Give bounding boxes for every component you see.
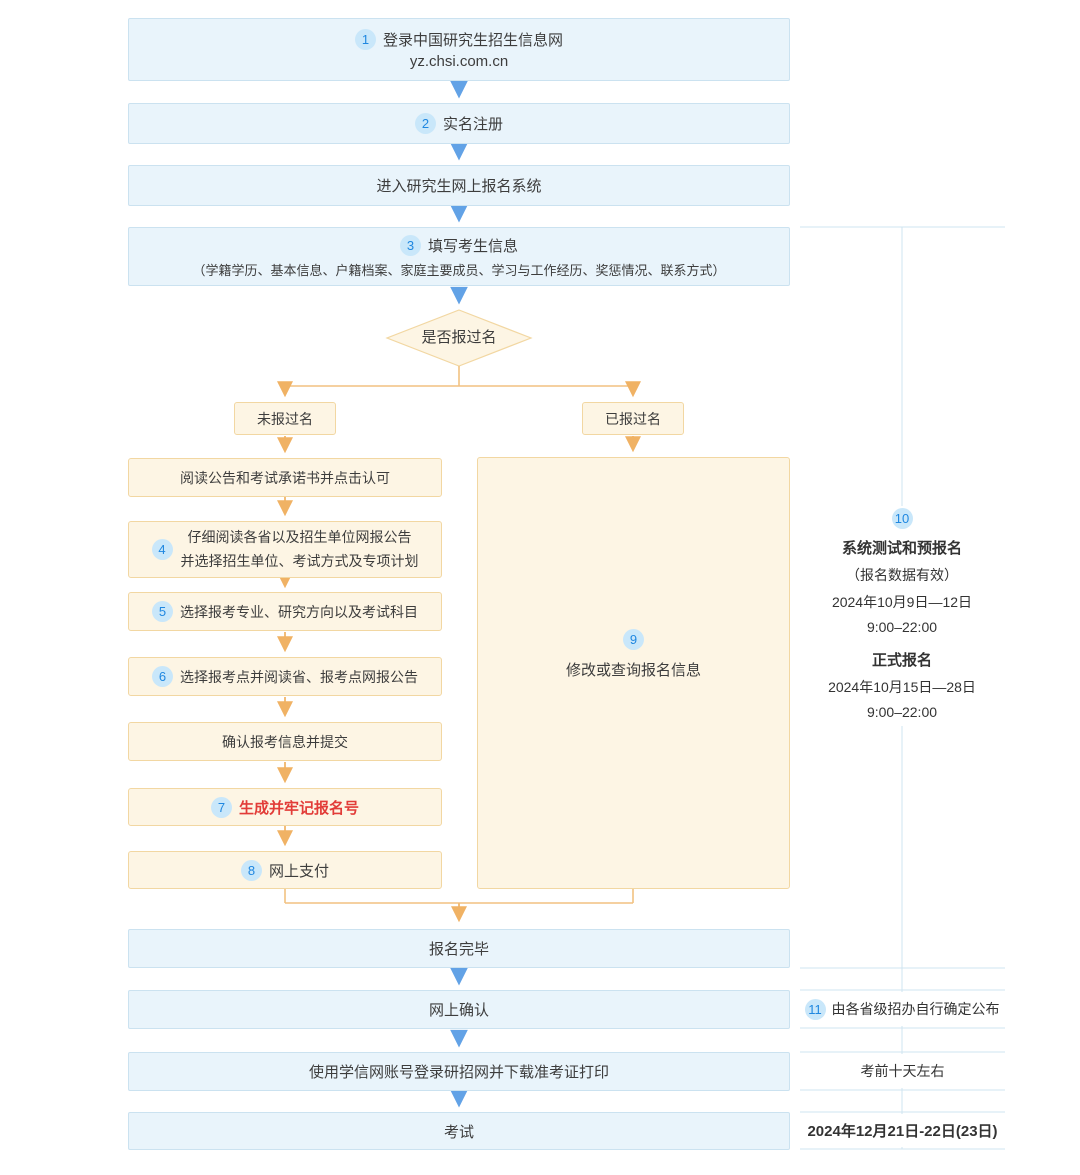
modify-query-label: 修改或查询报名信息: [565, 661, 701, 679]
flow-step-pay-online: 8 网上支付: [128, 851, 442, 889]
confirm-submit-label: 确认报考信息并提交: [222, 733, 348, 750]
step-number-badge: 1: [354, 29, 376, 50]
download-ticket-label: 使用学信网账号登录研招网并下载准考证打印: [308, 1064, 609, 1081]
flow-step-confirm-submit: 确认报考信息并提交: [128, 722, 442, 761]
provincial-announce-label: 由各省级招办自行确定公布: [831, 1001, 1000, 1017]
official-reg-date: 2024年10月15日—28日: [828, 679, 976, 695]
exam-date-label: 2024年12月21日-22日(23日): [807, 1123, 998, 1140]
orange-arrows: [277, 381, 641, 923]
flow-step-register: 2 实名注册: [128, 103, 790, 144]
login-title: 登录中国研究生招生信息网: [382, 32, 563, 49]
official-reg-title: 正式报名: [871, 652, 932, 669]
step-number-badge: 7: [210, 796, 232, 818]
flow-step-choose-site: 6 选择报考点并阅读省、报考点网报公告: [128, 657, 442, 696]
online-confirm-label: 网上确认: [428, 1002, 489, 1019]
flow-step-exam: 考试: [128, 1112, 790, 1150]
decision-label: 是否报过名: [421, 329, 497, 346]
prereg-date: 2024年10月9日—12日: [831, 594, 973, 610]
finish-label: 报名完毕: [428, 941, 489, 958]
timeline-number-badge: 10: [891, 508, 913, 529]
step-number-badge: 6: [152, 666, 173, 687]
flow-step-choose-unit: 4 仔细阅读各省以及招生单位网报公告 并选择招生单位、考试方式及专项计划: [128, 521, 442, 578]
branch-registered: 已报过名: [582, 402, 684, 435]
flow-step-choose-major: 5 选择报考专业、研究方向以及考试科目: [128, 592, 442, 631]
branch-not-registered-label: 未报过名: [257, 410, 313, 427]
flow-step-read-notice: 阅读公告和考试承诺书并点击认可: [128, 458, 442, 497]
pay-online-label: 网上支付: [268, 862, 329, 880]
fill-info-title: 填写考生信息: [427, 237, 518, 255]
step-number-badge: 9: [622, 628, 644, 650]
enter-system-label: 进入研究生网上报名系统: [376, 178, 542, 195]
prereg-title: 系统测试和预报名: [841, 540, 962, 557]
step-number-badge: 2: [414, 113, 436, 134]
official-reg-time: 9:00–22:00: [866, 704, 938, 720]
timeline-item-10: 10 系统测试和预报名 （报名数据有效） 2024年10月9日—12日 9:00…: [812, 506, 992, 726]
timeline-number-badge: 11: [804, 998, 826, 1020]
fill-info-detail: （学籍学历、基本信息、户籍档案、家庭主要成员、学习与工作经历、奖惩情况、联系方式…: [192, 262, 726, 278]
flow-step-fill-info: 3 填写考生信息 （学籍学历、基本信息、户籍档案、家庭主要成员、学习与工作经历、…: [128, 227, 790, 286]
timeline-item-11: 11 由各省级招办自行确定公布: [794, 992, 1010, 1026]
login-url: yz.chsi.com.cn: [409, 53, 509, 70]
download-note-label: 考前十天左右: [860, 1063, 945, 1079]
flow-step-finish: 报名完毕: [128, 929, 790, 968]
step-number-badge: 5: [152, 601, 173, 622]
choose-unit-line2: 并选择招生单位、考试方式及专项计划: [180, 552, 419, 569]
step-number-badge: 4: [151, 539, 173, 560]
timeline-download-note: 考前十天左右: [800, 1054, 1005, 1088]
choose-major-label: 选择报考专业、研究方向以及考试科目: [180, 603, 418, 620]
flow-step-generate-number: 7 生成并牢记报名号: [128, 788, 442, 826]
timeline-exam-date: 2024年12月21日-22日(23日): [797, 1114, 1008, 1147]
flow-step-online-confirm: 网上确认: [128, 990, 790, 1029]
branch-registered-label: 已报过名: [605, 410, 661, 427]
register-label: 实名注册: [442, 116, 503, 133]
read-notice-label: 阅读公告和考试承诺书并点击认可: [180, 469, 390, 486]
choose-unit-line1: 仔细阅读各省以及招生单位网报公告: [187, 529, 412, 546]
flow-step-login: 1 登录中国研究生招生信息网 yz.chsi.com.cn: [128, 18, 790, 81]
generate-number-label: 生成并牢记报名号: [238, 799, 359, 817]
prereg-note: （报名数据有效）: [846, 567, 958, 583]
flow-step-modify-query: 9 修改或查询报名信息: [477, 457, 790, 889]
step-number-badge: 3: [399, 234, 421, 256]
prereg-time: 9:00–22:00: [866, 619, 938, 635]
choose-site-label: 选择报考点并阅读省、报考点网报公告: [180, 668, 418, 685]
branch-not-registered: 未报过名: [234, 402, 336, 435]
exam-label: 考试: [443, 1123, 474, 1141]
step-number-badge: 8: [240, 859, 262, 881]
flow-step-download-ticket: 使用学信网账号登录研招网并下载准考证打印: [128, 1052, 790, 1091]
flow-step-enter-system: 进入研究生网上报名系统: [128, 165, 790, 206]
